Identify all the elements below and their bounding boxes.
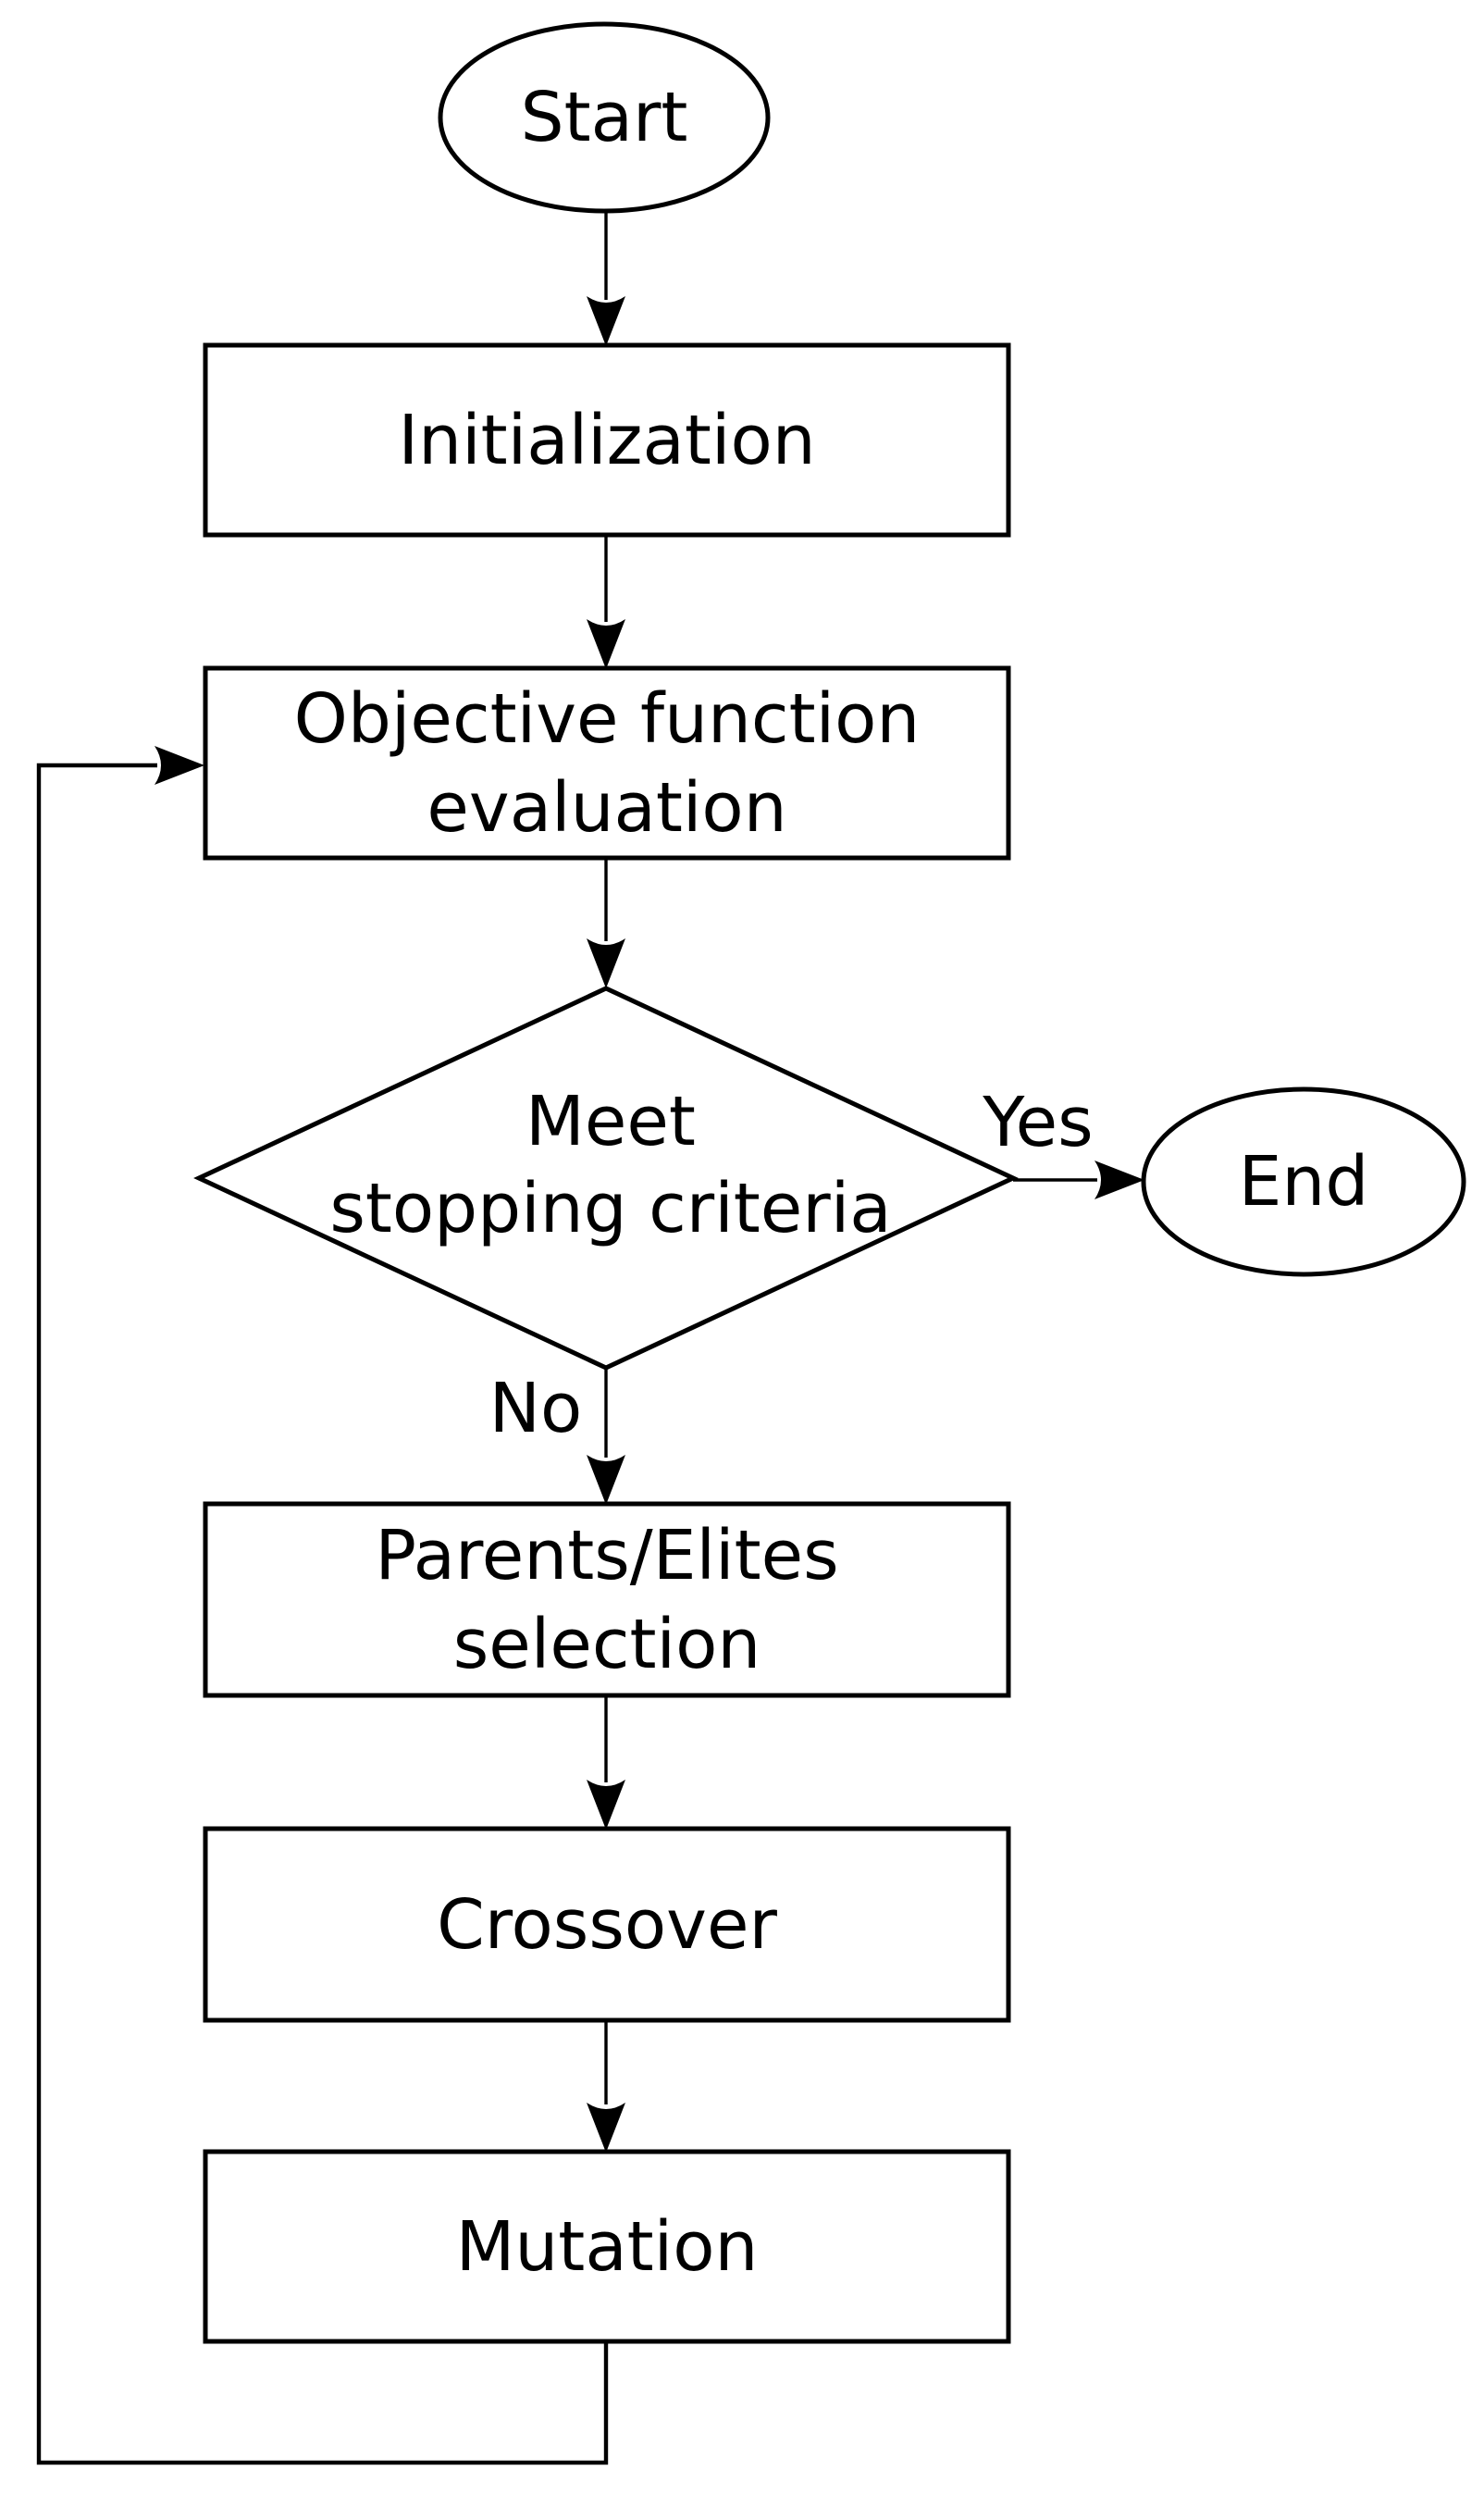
arrowhead-into-mutation xyxy=(587,2103,625,2153)
node-end: End xyxy=(1141,1086,1466,1277)
node-initialization: Initialization xyxy=(203,342,1011,538)
start-terminator-shape xyxy=(438,21,771,214)
node-crossover: Crossover xyxy=(203,1826,1011,2023)
node-mutation: Mutation xyxy=(203,2149,1011,2344)
branch-label-no: No xyxy=(489,1369,583,1448)
start-label: Start xyxy=(521,78,688,157)
objective-label-line1: Objective function xyxy=(294,679,921,759)
arrowhead-into-crossover xyxy=(587,1780,625,1830)
edge-loop-mutation-to-objective xyxy=(36,763,609,2465)
objective-label-line2: evaluation xyxy=(427,768,786,848)
node-start: Start xyxy=(438,21,771,214)
end-terminator-shape xyxy=(1141,1086,1466,1277)
node-parents-elites-selection: Parents/Elites selection xyxy=(203,1501,1011,1698)
arrowhead-into-decision xyxy=(587,938,625,988)
parents-process-shape xyxy=(203,1501,1011,1698)
node-decision-stopping-criteria: Meet stopping criteria xyxy=(193,986,1019,1371)
arrowhead-into-parents xyxy=(587,1455,625,1505)
end-label: End xyxy=(1239,1142,1369,1222)
decision-diamond-shape xyxy=(193,986,1019,1371)
initialization-process-shape xyxy=(203,342,1011,538)
mutation-process-shape xyxy=(203,2149,1011,2344)
node-objective-function-evaluation: Objective function evaluation xyxy=(203,665,1011,861)
arrowhead-into-end xyxy=(1094,1161,1144,1199)
decision-label-line2: stopping criteria xyxy=(329,1169,891,1248)
arrowhead-loop-into-objective xyxy=(155,746,204,785)
branch-label-yes: Yes xyxy=(982,1083,1093,1162)
decision-label-line1: Meet xyxy=(526,1082,696,1161)
crossover-label: Crossover xyxy=(437,1885,777,1965)
parents-label-line1: Parents/Elites xyxy=(375,1516,838,1595)
parents-label-line2: selection xyxy=(453,1605,761,1684)
initialization-label: Initialization xyxy=(398,401,815,480)
arrowhead-into-objective xyxy=(587,619,625,669)
crossover-process-shape xyxy=(203,1826,1011,2023)
objective-process-shape xyxy=(203,665,1011,861)
arrowhead-into-initialization xyxy=(587,296,625,346)
mutation-label: Mutation xyxy=(456,2207,759,2287)
